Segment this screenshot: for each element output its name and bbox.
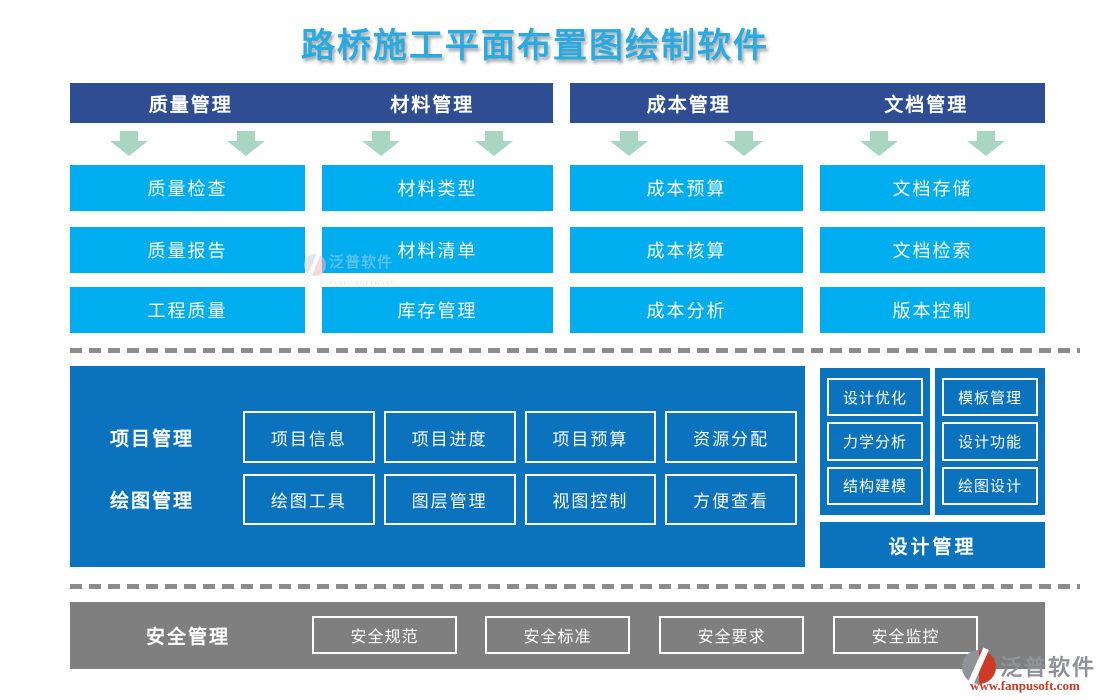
down-arrow-icon bbox=[475, 131, 513, 156]
down-arrow-icon bbox=[610, 131, 648, 156]
design-panel-left: 设计优化 力学分析 结构建模 bbox=[820, 368, 930, 515]
watermark-logo-icon bbox=[304, 252, 326, 278]
fanpu-website-url: www.fanpusoft.com bbox=[970, 678, 1080, 693]
safety-bar: 安全管理 安全规范 安全标准 安全要求 安全监控 bbox=[70, 602, 1045, 669]
box-template-mgmt: 模板管理 bbox=[942, 378, 1038, 417]
box-safety-requirement: 安全要求 bbox=[659, 616, 804, 654]
design-panel-right: 模板管理 设计功能 绘图设计 bbox=[935, 368, 1045, 515]
cell-quality-report: 质量报告 bbox=[70, 227, 305, 273]
box-project-info: 项目信息 bbox=[243, 411, 375, 463]
dashed-divider bbox=[70, 584, 1080, 589]
cell-cost-budget: 成本预算 bbox=[570, 165, 803, 211]
cell-quality-check: 质量检查 bbox=[70, 165, 305, 211]
cell-version-control: 版本控制 bbox=[820, 287, 1045, 333]
down-arrow-icon bbox=[860, 131, 898, 156]
cell-project-quality: 工程质量 bbox=[70, 287, 305, 333]
box-structure-modeling: 结构建模 bbox=[827, 466, 923, 505]
cell-doc-storage: 文档存储 bbox=[820, 165, 1045, 211]
box-mechanics-analysis: 力学分析 bbox=[827, 422, 923, 461]
box-safety-standard-spec: 安全规范 bbox=[312, 616, 457, 654]
project-drawing-panel: 项目管理 项目信息 项目进度 项目预算 资源分配 绘图管理 绘图工具 图层管理 … bbox=[70, 366, 805, 567]
box-safety-monitor: 安全监控 bbox=[833, 616, 978, 654]
fanpu-logo-icon bbox=[962, 647, 996, 687]
cell-doc-search: 文档检索 bbox=[820, 227, 1045, 273]
cell-inventory-mgmt: 库存管理 bbox=[322, 287, 553, 333]
header-cost: 成本管理 bbox=[646, 94, 731, 116]
box-safety-standard: 安全标准 bbox=[485, 616, 630, 654]
box-design-function: 设计功能 bbox=[942, 422, 1038, 461]
dashed-divider bbox=[70, 348, 1080, 353]
fanpu-logo: 泛普软件 www.fanpusoft.com bbox=[960, 647, 1100, 696]
box-view-control: 视图控制 bbox=[524, 474, 657, 525]
box-project-budget: 项目预算 bbox=[524, 411, 657, 463]
header-quality: 质量管理 bbox=[148, 94, 233, 116]
down-arrow-icon bbox=[967, 131, 1005, 156]
drawing-row: 绘图管理 绘图工具 图层管理 视图控制 方便查看 bbox=[110, 474, 797, 525]
page-title: 路桥施工平面布置图绘制软件 bbox=[301, 28, 769, 65]
safety-mgmt-label: 安全管理 bbox=[146, 627, 231, 648]
down-arrow-icon bbox=[110, 131, 148, 156]
box-design-optimize: 设计优化 bbox=[827, 378, 923, 417]
box-drawing-design: 绘图设计 bbox=[942, 466, 1038, 505]
down-arrow-icon bbox=[362, 131, 400, 156]
cell-material-type: 材料类型 bbox=[322, 165, 553, 211]
box-drawing-tools: 绘图工具 bbox=[243, 474, 375, 525]
header-bar-cost-document: 成本管理 文档管理 bbox=[570, 83, 1045, 123]
box-resource-allocation: 资源分配 bbox=[665, 411, 797, 463]
header-document: 文档管理 bbox=[884, 94, 969, 116]
drawing-mgmt-label: 绘图管理 bbox=[110, 491, 195, 512]
cell-cost-accounting: 成本核算 bbox=[570, 227, 803, 273]
project-mgmt-label: 项目管理 bbox=[110, 428, 195, 450]
box-easy-view: 方便查看 bbox=[665, 474, 797, 525]
cell-material-list: 材料清单 bbox=[322, 227, 553, 273]
down-arrow-icon bbox=[725, 131, 763, 156]
box-project-progress: 项目进度 bbox=[383, 411, 516, 463]
watermark-brand: 泛普软件 bbox=[329, 255, 394, 271]
center-watermark: 泛普软件 FANPU SOFTWARE bbox=[304, 252, 399, 290]
watermark-subtext: FANPU SOFTWARE bbox=[329, 281, 396, 287]
header-material: 材料管理 bbox=[390, 94, 475, 116]
cell-cost-analysis: 成本分析 bbox=[570, 287, 803, 333]
project-row: 项目管理 项目信息 项目进度 项目预算 资源分配 bbox=[110, 411, 797, 463]
fanpu-brand-name: 泛普软件 bbox=[1000, 655, 1097, 680]
design-mgmt-bar: 设计管理 bbox=[820, 522, 1045, 568]
box-layer-mgmt: 图层管理 bbox=[383, 474, 516, 525]
header-bar-quality-material: 质量管理 材料管理 bbox=[70, 83, 553, 123]
down-arrow-icon bbox=[227, 131, 265, 156]
